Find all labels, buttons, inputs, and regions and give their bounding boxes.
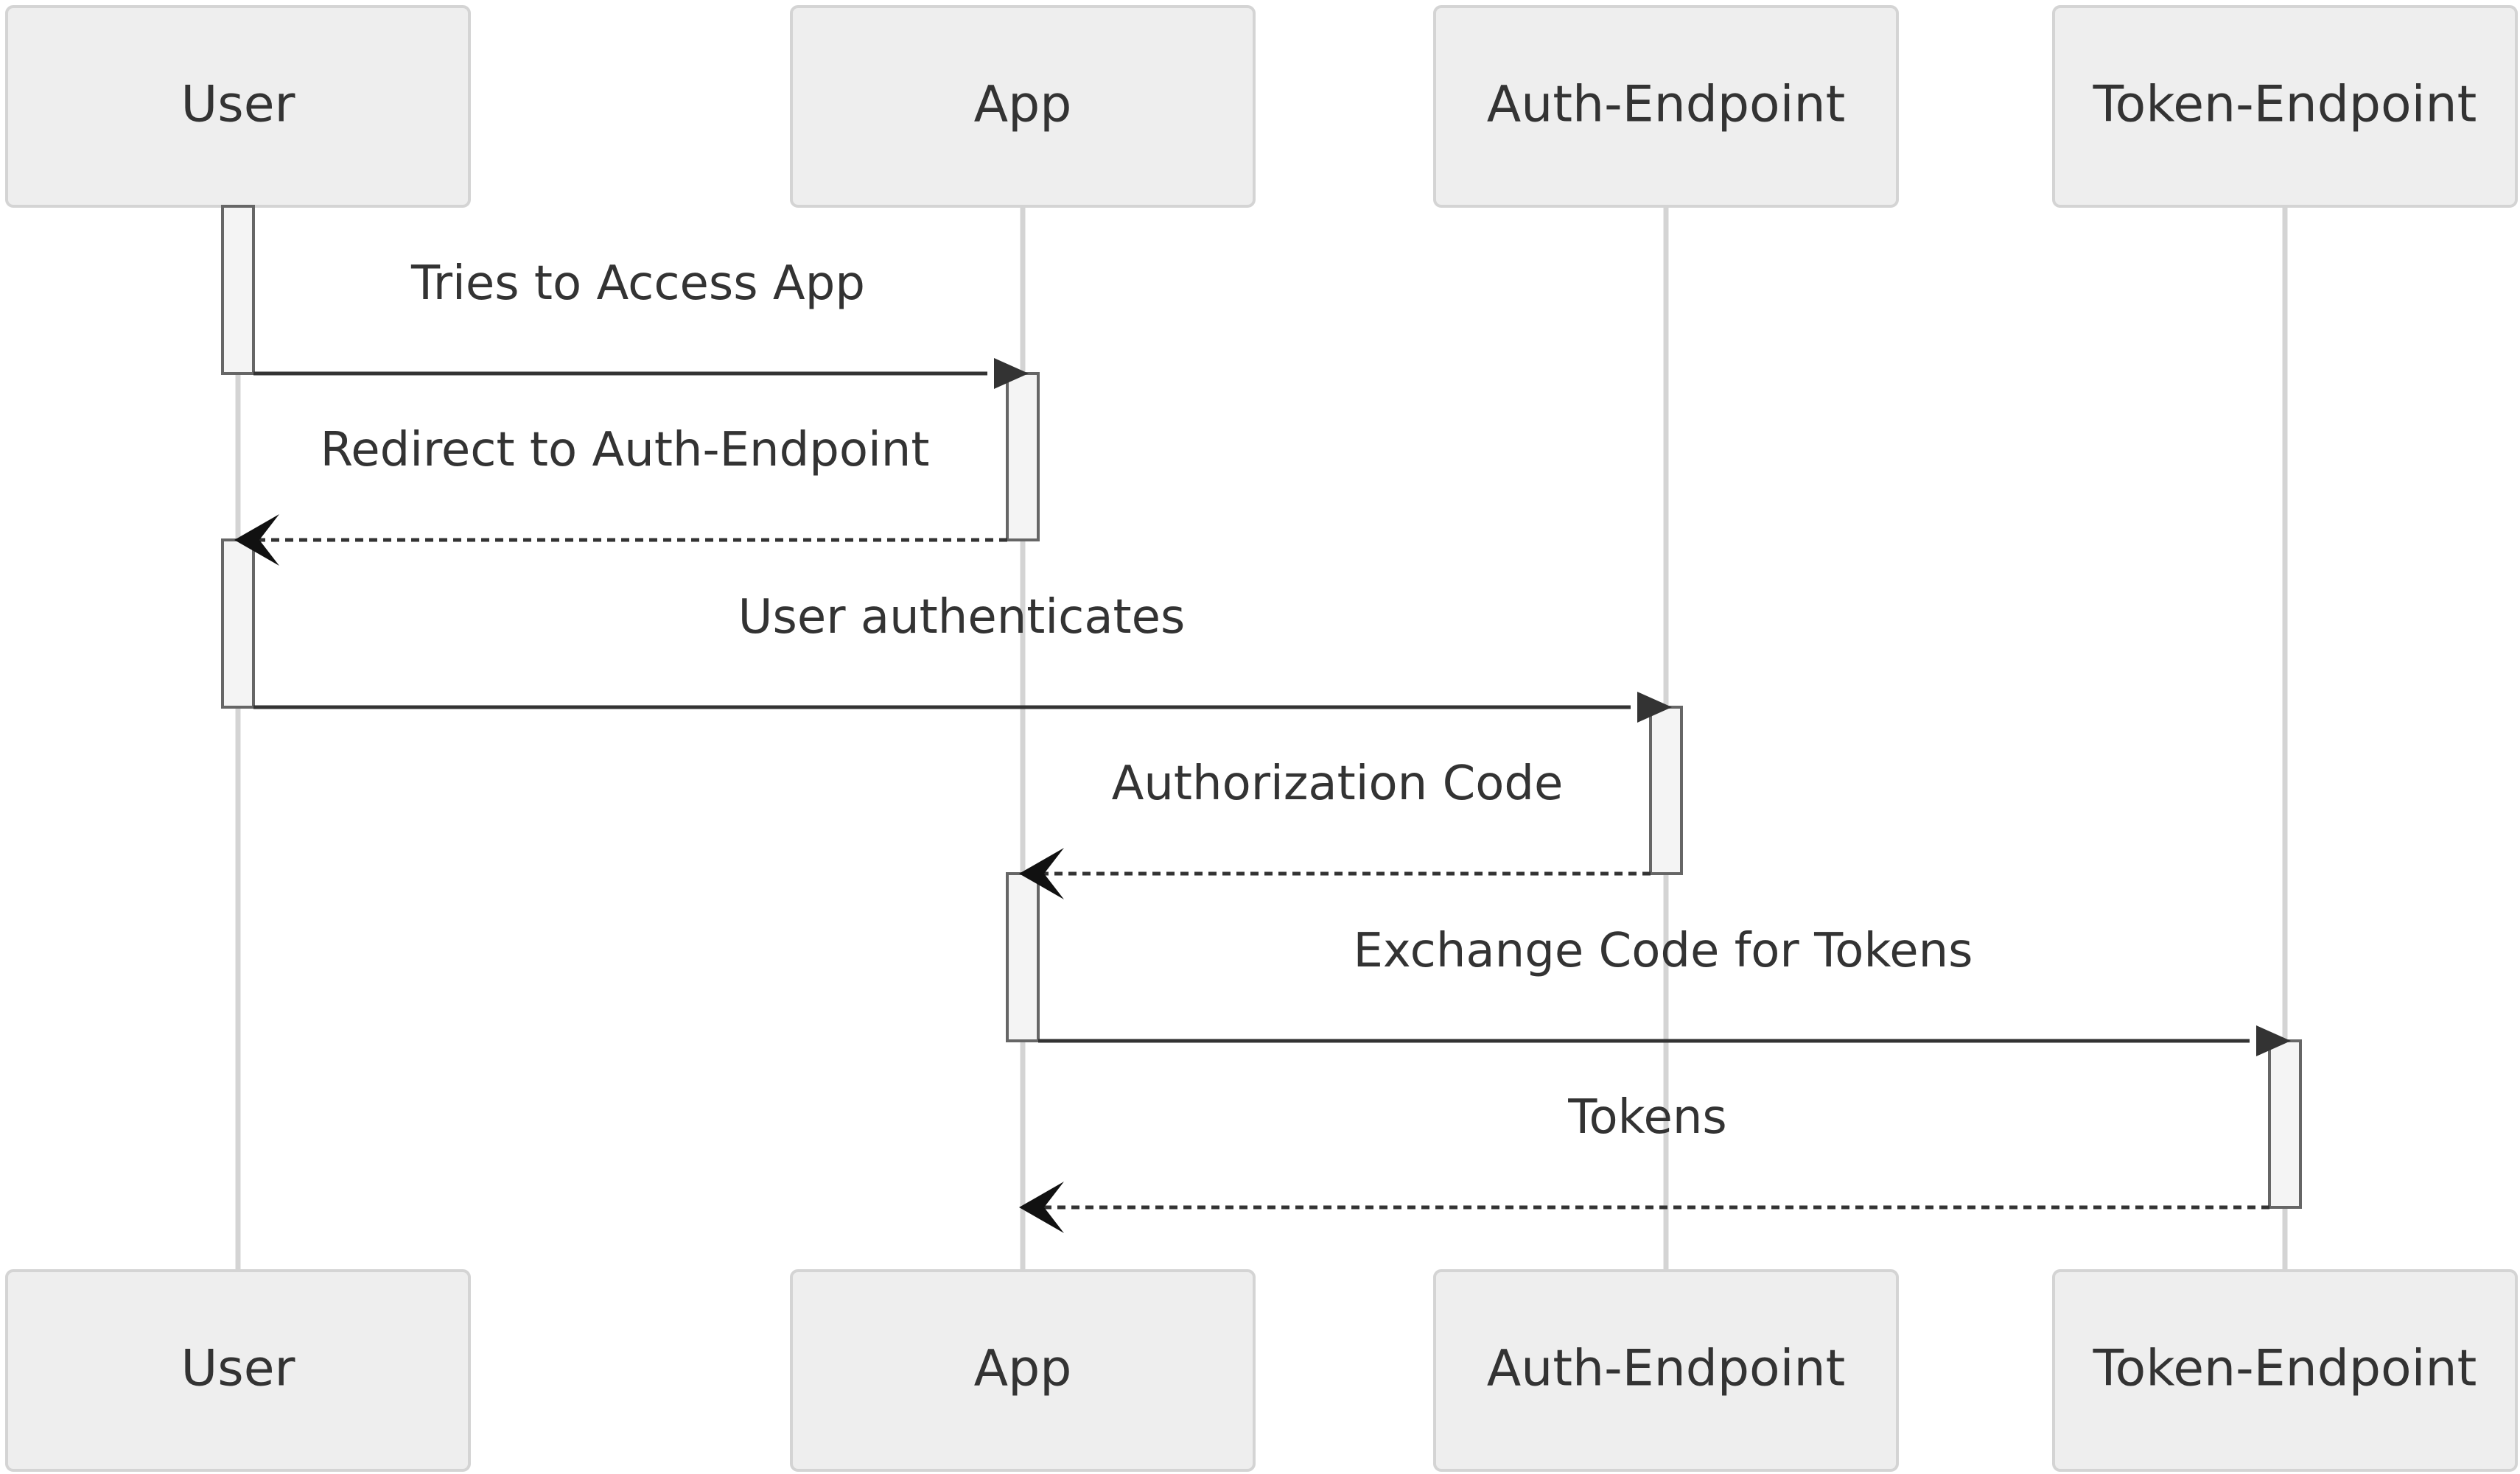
lifelines — [235, 206, 2288, 1271]
message-tokens: Tokens — [1019, 1090, 2269, 1233]
activation-bar-app-2 — [1006, 872, 1040, 1042]
actor-label: Auth-Endpoint — [1487, 1340, 1846, 1398]
actor-auth-endpoint-bottom: Auth-Endpoint — [1433, 1269, 1899, 1472]
actor-token-endpoint-top: Token-Endpoint — [2052, 5, 2518, 208]
actors-top: User App Auth-Endpoint Token-Endpoint — [5, 5, 2518, 208]
actor-token-endpoint-bottom: Token-Endpoint — [2052, 1269, 2518, 1472]
actor-label: User — [181, 1340, 295, 1398]
message-user-authenticates: User authenticates — [253, 590, 1672, 723]
actor-user-bottom: User — [5, 1269, 471, 1472]
message-redirect-to-auth-endpoint: Redirect to Auth-Endpoint — [234, 423, 1007, 566]
actor-auth-endpoint-top: Auth-Endpoint — [1433, 5, 1899, 208]
open-arrowhead-icon — [234, 514, 279, 566]
open-arrowhead-icon — [1019, 848, 1064, 899]
actor-app-bottom: App — [790, 1269, 1256, 1472]
open-arrowhead-icon — [1019, 1182, 1064, 1233]
activation-bar-app-1 — [1006, 372, 1040, 541]
activation-bar-token-endpoint — [2268, 1039, 2302, 1209]
message-label: User authenticates — [738, 590, 1186, 645]
arrowhead-icon — [2256, 1025, 2291, 1056]
actor-label: User — [181, 76, 295, 134]
message-label: Authorization Code — [1112, 757, 1564, 811]
arrowhead-icon — [1637, 692, 1672, 723]
arrowhead-icon — [994, 358, 1029, 389]
messages: Tries to Access App Redirect to Auth-End… — [234, 256, 2291, 1233]
activation-bar-user-2 — [221, 538, 255, 709]
actor-label: App — [974, 1340, 1072, 1398]
actor-label: Token-Endpoint — [2093, 1340, 2477, 1398]
message-label: Redirect to Auth-Endpoint — [321, 423, 930, 477]
actor-label: App — [974, 76, 1072, 134]
message-label: Tries to Access App — [410, 256, 865, 311]
message-authorization-code: Authorization Code — [1019, 757, 1651, 899]
actor-label: Token-Endpoint — [2093, 76, 2477, 134]
message-label: Tokens — [1567, 1090, 1726, 1145]
message-tries-to-access-app: Tries to Access App — [253, 256, 1029, 389]
actors-bottom: User App Auth-Endpoint Token-Endpoint — [5, 1269, 2518, 1472]
actor-user-top: User — [5, 5, 471, 208]
message-label: Exchange Code for Tokens — [1353, 924, 1973, 978]
activation-bar-user-1 — [221, 205, 255, 375]
message-exchange-code-for-tokens: Exchange Code for Tokens — [1038, 924, 2291, 1056]
activation-bar-auth-endpoint — [1649, 706, 1683, 875]
actor-app-top: App — [790, 5, 1256, 208]
actor-label: Auth-Endpoint — [1487, 76, 1846, 134]
